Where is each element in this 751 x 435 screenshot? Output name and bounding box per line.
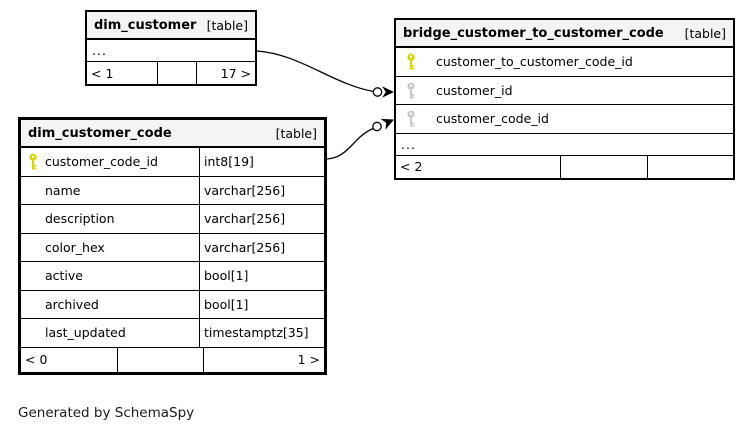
- table-name: bridge_customer_to_customer_code: [403, 25, 664, 41]
- column-name: active: [45, 268, 83, 284]
- generated-by-note: Generated by SchemaSpy: [18, 405, 195, 421]
- footer-spacer-cell: [158, 62, 197, 84]
- table-name: dim_customer: [94, 17, 197, 33]
- parent-count: < 1: [87, 62, 158, 84]
- arrowhead-icon: [382, 86, 394, 98]
- relationship-line-dim-customer-to-bridge: [256, 50, 374, 93]
- key-icon-spacer: [21, 177, 45, 205]
- cardinality-circle-icon: [372, 87, 383, 97]
- table-dim-customer[interactable]: dim_customer [table] ... < 1 17 >: [85, 10, 257, 86]
- key-icon-spacer: [21, 234, 45, 262]
- collapsed-columns-row: ...: [87, 40, 255, 62]
- child-count: 1 >: [297, 352, 320, 367]
- table-header[interactable]: dim_customer [table]: [87, 12, 255, 40]
- column-row: description varchar[256]: [21, 205, 324, 234]
- table-header[interactable]: bridge_customer_to_customer_code [table]: [396, 20, 733, 48]
- table-footer: < 2: [396, 155, 733, 178]
- footer-spacer-cell: [118, 347, 204, 372]
- table-dim-customer-code[interactable]: dim_customer_code [table] customer_code_…: [18, 117, 327, 375]
- column-row: archived bool[1]: [21, 290, 324, 319]
- column-row: active bool[1]: [21, 262, 324, 291]
- cardinality-circle-icon: [372, 121, 382, 132]
- column-type: varchar[256]: [199, 233, 324, 261]
- column-type: bool[1]: [199, 290, 324, 318]
- table-header[interactable]: dim_customer_code [table]: [21, 120, 324, 148]
- key-icon-spacer: [21, 205, 45, 233]
- table-kind-label: [table]: [206, 17, 248, 33]
- column-row: name varchar[256]: [21, 176, 324, 205]
- column-name: customer_id: [436, 82, 513, 98]
- column-row: customer_to_customer_code_id: [396, 48, 733, 77]
- column-name: customer_code_id: [436, 111, 549, 127]
- column-type: bool[1]: [199, 262, 324, 290]
- column-type: int8[19]: [199, 148, 324, 176]
- column-name: name: [45, 182, 81, 198]
- column-name: color_hex: [45, 239, 105, 255]
- column-type: varchar[256]: [199, 176, 324, 204]
- column-name: archived: [45, 296, 99, 312]
- column-row: last_updated timestamptz[35]: [21, 319, 324, 348]
- key-icon-spacer: [21, 291, 45, 319]
- table-bridge-customer-to-customer-code[interactable]: bridge_customer_to_customer_code [table]…: [394, 18, 735, 180]
- column-row: customer_code_id: [396, 105, 733, 134]
- child-count: [648, 156, 733, 178]
- relationship-line-dim-customer-code-to-bridge: [326, 128, 374, 160]
- table-kind-label: [table]: [275, 125, 317, 141]
- footer-spacer-cell: [561, 155, 648, 178]
- column-row: color_hex varchar[256]: [21, 233, 324, 262]
- column-name: description: [45, 211, 115, 227]
- column-row: customer_code_id int8[19]: [21, 148, 324, 177]
- column-type: varchar[256]: [199, 205, 324, 233]
- child-count: 17 >: [220, 65, 251, 81]
- foreign-key-icon: [396, 77, 426, 105]
- collapsed-columns-row: ...: [396, 134, 733, 156]
- table-name: dim_customer_code: [28, 125, 172, 141]
- parent-count: < 0: [21, 347, 118, 372]
- column-type: timestamptz[35]: [199, 319, 324, 347]
- primary-key-icon: [396, 48, 426, 76]
- foreign-key-icon: [396, 105, 426, 133]
- column-name: last_updated: [45, 325, 126, 341]
- primary-key-icon: [21, 148, 45, 176]
- table-kind-label: [table]: [684, 25, 726, 41]
- column-row: customer_id: [396, 76, 733, 105]
- arrowhead-icon: [380, 118, 394, 130]
- column-name: customer_code_id: [45, 154, 158, 170]
- table-footer: < 1 17 >: [87, 62, 255, 84]
- column-name: customer_to_customer_code_id: [436, 54, 633, 70]
- key-icon-spacer: [21, 319, 45, 347]
- key-icon-spacer: [21, 262, 45, 290]
- table-footer: < 0 1 >: [21, 347, 324, 372]
- parent-count: < 2: [396, 155, 561, 178]
